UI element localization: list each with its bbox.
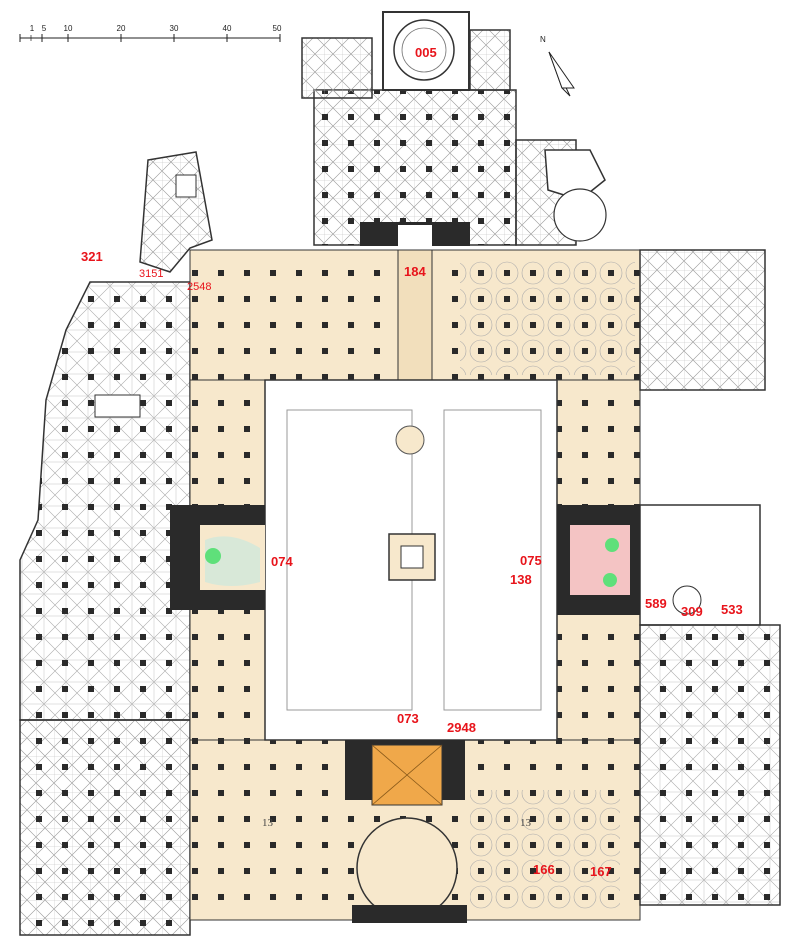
label-184: 184 <box>404 264 426 279</box>
label-589: 589 <box>645 596 667 611</box>
label-166: 166 <box>533 862 555 877</box>
label-138: 138 <box>510 572 532 587</box>
scale-tick-20: 20 <box>117 24 126 33</box>
scale-tick-10: 10 <box>64 24 73 33</box>
room-number-west: 13 <box>262 817 274 829</box>
scale-bar: 1 5 10 20 30 40 50 <box>19 24 282 42</box>
label-2548: 2548 <box>187 281 211 293</box>
west-iwan <box>170 505 265 610</box>
north-dome-hall <box>301 11 607 247</box>
room-number-east: 13 <box>520 817 532 829</box>
label-005: 005 <box>415 45 437 60</box>
scale-tick-5: 5 <box>42 24 47 33</box>
scale-tick-30: 30 <box>170 24 179 33</box>
scale-tick-40: 40 <box>223 24 232 33</box>
south-iwan <box>345 740 467 923</box>
west-prayer-hall <box>19 281 191 936</box>
label-074: 074 <box>271 554 293 569</box>
label-073: 073 <box>397 711 419 726</box>
east-iwan <box>557 505 640 615</box>
label-3151: 3151 <box>139 268 163 280</box>
east-wing <box>639 249 781 906</box>
north-label: N <box>540 35 546 44</box>
label-309: 309 <box>681 604 703 619</box>
label-533: 533 <box>721 602 743 617</box>
label-075: 075 <box>520 553 542 568</box>
north-arrow: N <box>540 35 575 97</box>
label-321: 321 <box>81 249 103 264</box>
annotation-labels: 005 321 3151 2548 184 074 075 138 589 30… <box>81 45 743 879</box>
scale-tick-50: 50 <box>273 24 282 33</box>
label-2948: 2948 <box>447 720 476 735</box>
label-167: 167 <box>590 864 612 879</box>
northwest-annex <box>139 151 213 273</box>
scale-tick-1: 1 <box>30 24 35 33</box>
central-courtyard <box>264 379 558 741</box>
